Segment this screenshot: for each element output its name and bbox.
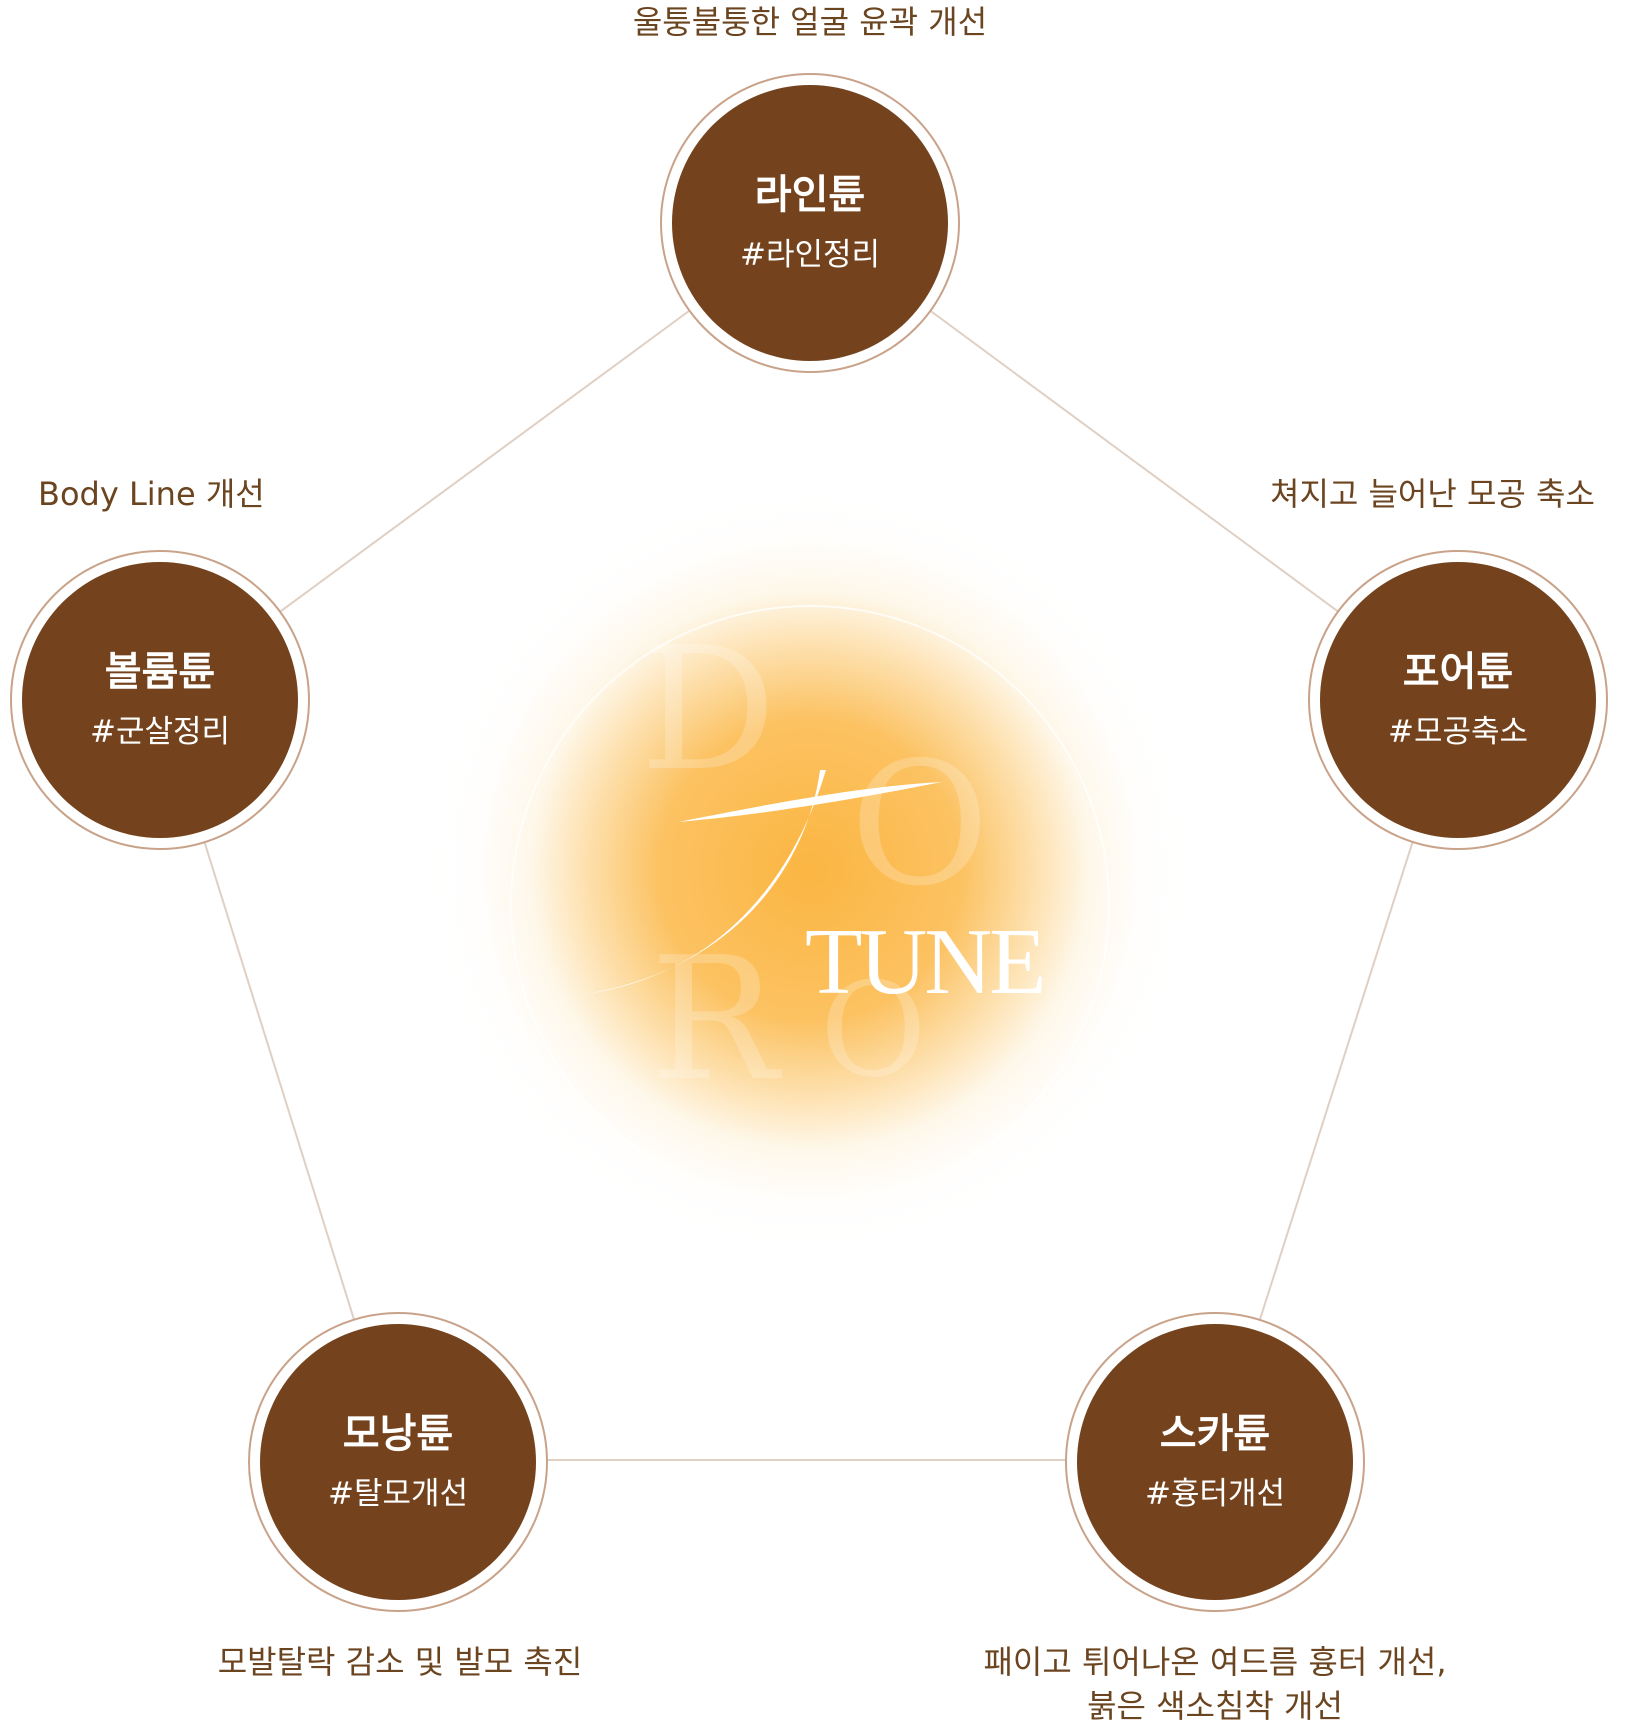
line-tune-circle: 라인튠 #라인정리	[672, 85, 948, 361]
pore-tune-description: 쳐지고 늘어난 모공 축소	[1270, 475, 1595, 513]
volume-tune-title: 볼륨튠	[104, 649, 216, 695]
monang-tune-tag: #탈모개선	[327, 1476, 469, 1512]
volume-tune-node[interactable]: 볼륨튠 #군살정리	[10, 550, 310, 850]
watermark-letter-1: D	[640, 611, 777, 809]
line-tune-tag: #라인정리	[739, 237, 881, 273]
center-ring	[510, 605, 1110, 1205]
tune-logo-mark	[580, 770, 942, 995]
watermark-letter-2: O	[850, 726, 990, 924]
monang-tune-node[interactable]: 모낭튠 #탈모개선	[248, 1312, 548, 1612]
line-tune-title: 라인튠	[754, 172, 866, 218]
pore-tune-circle: 포어튠 #모공축소	[1320, 562, 1596, 838]
pore-tune-node[interactable]: 포어튠 #모공축소	[1308, 550, 1608, 850]
scar-tune-description: 패이고 튀어나온 여드름 흉터 개선, 붉은 색소침착 개선	[935, 1640, 1495, 1728]
watermark-letter-4: O	[820, 954, 927, 1106]
scar-tune-description-line-1: 패이고 튀어나온 여드름 흉터 개선,	[983, 1643, 1447, 1681]
volume-tune-circle: 볼륨튠 #군살정리	[22, 562, 298, 838]
monang-tune-description: 모발탈락 감소 및 발모 촉진	[217, 1643, 583, 1681]
scar-tune-node[interactable]: 스카튠 #흉터개선	[1065, 1312, 1365, 1612]
watermark-letter-3: R	[650, 921, 778, 1119]
pore-tune-title: 포어튠	[1402, 649, 1514, 695]
line-tune-description: 울퉁불퉁한 얼굴 윤곽 개선	[632, 3, 988, 41]
scar-tune-description-line-2: 붉은 색소침착 개선	[1087, 1687, 1343, 1725]
logo-crossbar-stroke	[678, 782, 942, 822]
volume-tune-tag: #군살정리	[89, 714, 231, 750]
tune-wordmark: TUNE	[805, 910, 1047, 1014]
scar-tune-tag: #흉터개선	[1144, 1476, 1286, 1512]
volume-tune-description: Body Line 개선	[38, 475, 265, 513]
logo-stem-stroke	[580, 770, 826, 995]
monang-tune-title: 모낭튠	[342, 1411, 454, 1457]
pore-tune-tag: #모공축소	[1387, 714, 1529, 750]
line-tune-node[interactable]: 라인튠 #라인정리	[660, 73, 960, 373]
scar-tune-title: 스카튠	[1159, 1411, 1271, 1457]
monang-tune-circle: 모낭튠 #탈모개선	[260, 1324, 536, 1600]
scar-tune-circle: 스카튠 #흉터개선	[1077, 1324, 1353, 1600]
